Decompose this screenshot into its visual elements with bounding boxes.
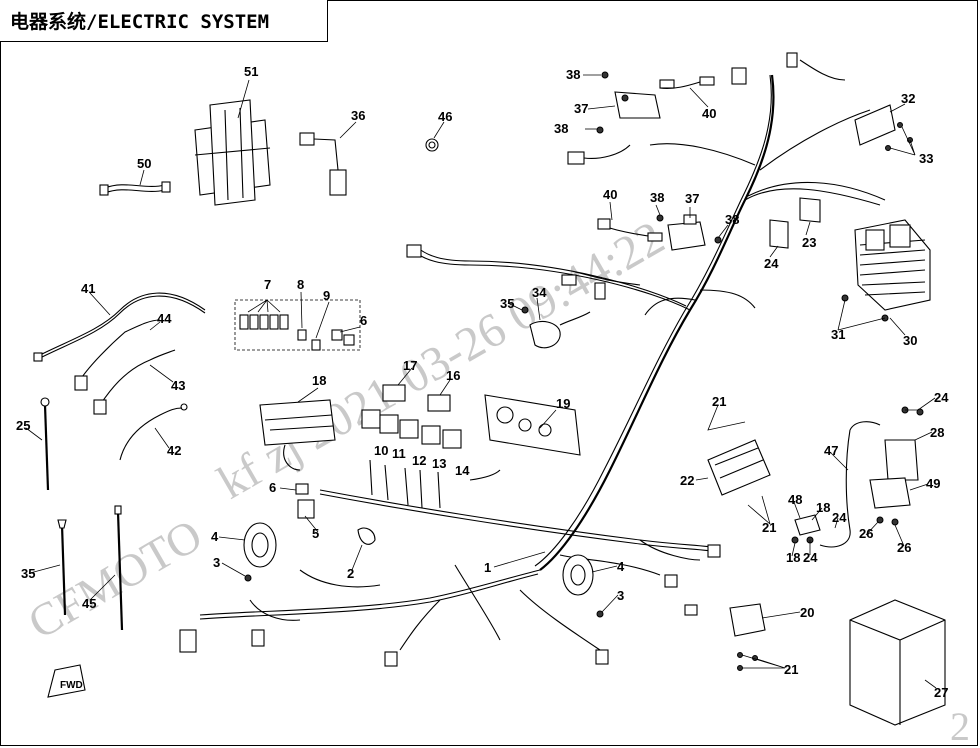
part-30-regulator [841, 219, 931, 322]
fwd-tag: FWD [47, 664, 86, 698]
callout-17: 17 [403, 358, 417, 373]
watermark-brand: CFMOTO [20, 509, 211, 649]
callout-29: 28 [930, 425, 944, 440]
callout-43: 43 [171, 378, 185, 393]
callout-40-b: 40 [603, 187, 617, 202]
callout-26: 25 [16, 418, 30, 433]
callout-18-c: 18 [786, 550, 800, 565]
callout-25-b: 24 [832, 510, 847, 525]
svg-text:49: 49 [926, 476, 940, 491]
watermark: CFMOTO kf zj 2021-03-26 09:44:22 2 [20, 211, 971, 748]
bottom-connectors [179, 544, 721, 667]
callout-13: 12 [412, 453, 426, 468]
callout-50: 50 [137, 156, 151, 171]
callout-40-a: 40 [702, 106, 716, 121]
part-28-battery [849, 599, 946, 726]
callout-12: 11 [392, 446, 406, 461]
fwd-label: FWD [60, 680, 83, 691]
callout-3-b: 3 [617, 588, 624, 603]
callout-39-c: 38 [650, 190, 664, 205]
callout-5: 5 [312, 526, 319, 541]
callout-32: 32 [901, 91, 915, 106]
callout-8: 6 [360, 313, 367, 328]
part-23-24 [769, 197, 821, 249]
callout-38-a: 37 [574, 101, 588, 116]
part-38 [614, 91, 706, 251]
part-34 [521, 306, 591, 349]
part-40 [597, 76, 715, 242]
cables-41-44 [33, 292, 206, 461]
callout-28: 27 [934, 685, 948, 700]
callout-47: 47 [824, 443, 838, 458]
part-50 [99, 181, 171, 196]
callout-39-b: 38 [554, 121, 568, 136]
callout-4-b: 4 [617, 559, 625, 574]
callout-36: 36 [351, 108, 365, 123]
callout-25-a: 24 [934, 390, 949, 405]
callout-10: 9 [323, 288, 330, 303]
callout-38-b: 37 [685, 191, 699, 206]
callout-31: 31 [831, 327, 845, 342]
callout-39-d: 38 [725, 212, 739, 227]
callout-45: 45 [82, 596, 96, 611]
callout-1: 1 [484, 560, 491, 575]
callout-3-a: 3 [213, 555, 220, 570]
part-46 [425, 138, 439, 152]
top-connectors [406, 52, 846, 300]
callout-34: 34 [532, 285, 547, 300]
callout-37: 35 [21, 566, 35, 581]
callout-33: 33 [919, 151, 933, 166]
part-39 [596, 71, 722, 244]
relay-starter-parts [791, 406, 924, 548]
callout-24: 24 [764, 256, 779, 271]
callout-41: 41 [81, 281, 95, 296]
leader-lines [25, 74, 937, 689]
ecu-parts [707, 439, 771, 671]
callout-18-b: 18 [816, 500, 830, 515]
part-18-fusebox [259, 399, 336, 471]
svg-text:7: 7 [264, 277, 271, 292]
page-title: 电器系统/ELECTRIC SYSTEM [0, 0, 328, 42]
main-wire-harness [199, 74, 886, 651]
callout-46: 46 [438, 109, 452, 124]
callout-51: 51 [244, 64, 258, 79]
svg-text:35: 35 [500, 296, 514, 311]
callout-44: 44 [157, 311, 172, 326]
part-32 [854, 104, 913, 151]
callout-42: 42 [167, 443, 181, 458]
part-19 [484, 394, 581, 456]
callout-20: 20 [800, 605, 814, 620]
callout-21-c: 21 [784, 662, 798, 677]
callout-30: 30 [903, 333, 917, 348]
relays [361, 384, 462, 509]
callout-18-a: 18 [312, 373, 326, 388]
callout-15: 14 [455, 463, 470, 478]
callout-16: 16 [446, 368, 460, 383]
callout-19: 19 [556, 396, 570, 411]
callout-labels: 51 50 36 46 38 37 38 40 32 33 40 38 37 3… [16, 64, 949, 700]
callout-11: 10 [374, 443, 388, 458]
callout-48: 48 [788, 492, 802, 507]
callout-27-b: 26 [859, 526, 873, 541]
horns-and-parts [243, 483, 604, 618]
cable-ties [40, 397, 124, 631]
callout-2: 2 [347, 566, 354, 581]
callout-23: 23 [802, 235, 816, 250]
part-51 [194, 99, 271, 206]
callout-14: 13 [432, 456, 446, 471]
fuses-relays [234, 299, 361, 351]
callout-21-a: 21 [712, 394, 726, 409]
svg-text:6: 6 [269, 480, 276, 495]
callout-9: 8 [297, 277, 304, 292]
callout-22: 22 [680, 473, 694, 488]
callout-39-a: 38 [566, 67, 580, 82]
callout-21-b: 21 [762, 520, 776, 535]
watermark-corner: 2 [950, 704, 970, 748]
callout-4-a: 4 [211, 529, 219, 544]
callout-27-a: 26 [897, 540, 911, 555]
part-36 [299, 132, 347, 196]
callout-25-c: 24 [803, 550, 818, 565]
